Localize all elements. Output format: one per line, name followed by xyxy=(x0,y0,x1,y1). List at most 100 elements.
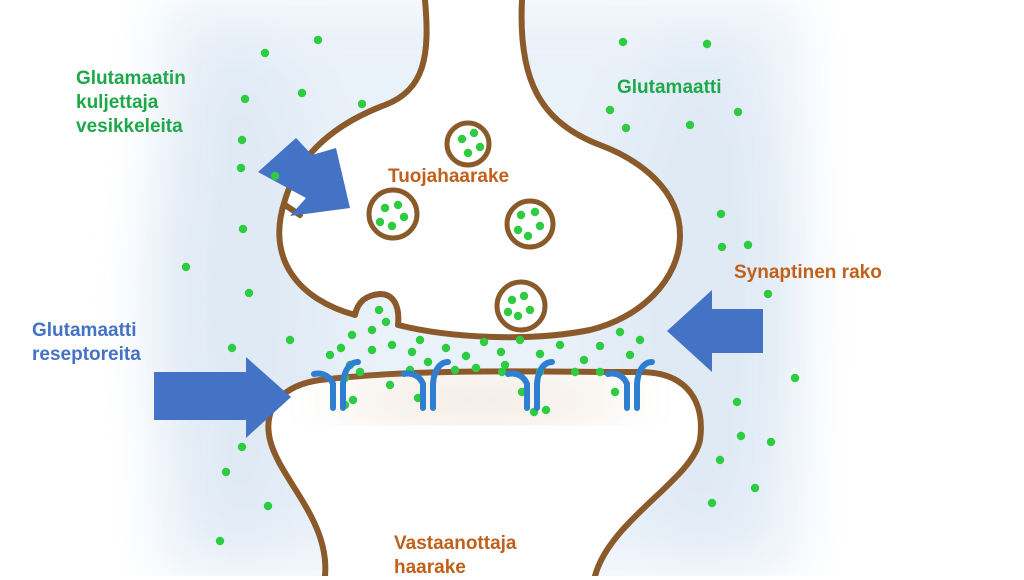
glutamate-dot xyxy=(380,203,390,213)
glutamate-dot xyxy=(605,105,615,115)
glutamate-dot xyxy=(625,350,635,360)
glutamate-dot xyxy=(513,311,523,321)
glutamate-dot xyxy=(325,350,335,360)
glutamate-dot xyxy=(515,335,525,345)
synaptic-cleft-label: Synaptinen rako xyxy=(734,262,882,283)
glutamate-receptor xyxy=(311,359,361,411)
glutamate-dot xyxy=(336,343,346,353)
presynaptic-membrane xyxy=(276,0,683,341)
glutamate-dot xyxy=(497,367,507,377)
glutamate-dot xyxy=(260,48,270,58)
glutamate-dot xyxy=(618,37,628,47)
glutamate-dot xyxy=(615,327,625,337)
glutamate-dot xyxy=(635,335,645,345)
glutamate-dot xyxy=(535,221,545,231)
glutamate-dot xyxy=(743,240,753,250)
glutamate-dot xyxy=(263,501,273,511)
arrow-to-receptors xyxy=(154,357,291,438)
glutamate-dot xyxy=(715,455,725,465)
glutamate-dot xyxy=(685,120,695,130)
glutamate-dot xyxy=(407,347,417,357)
glutamate-dot xyxy=(500,360,510,370)
glutamate-dot xyxy=(240,94,250,104)
glutamate-dot xyxy=(507,295,517,305)
glutamate-dot xyxy=(766,437,776,447)
glutamate-dot xyxy=(763,289,773,299)
glutamate-dot xyxy=(471,363,481,373)
glutamate-dot xyxy=(535,349,545,359)
glutamate-dot xyxy=(347,330,357,340)
glutamate-dot xyxy=(348,395,358,405)
cleft-shadow xyxy=(330,382,630,418)
glutamate-dot xyxy=(479,337,489,347)
glutamate-dot xyxy=(393,200,403,210)
glutamate-dot xyxy=(702,39,712,49)
glutamate-dot xyxy=(595,367,605,377)
glutamate-dot xyxy=(457,134,467,144)
glutamate-dot xyxy=(387,221,397,231)
glutamate-dot xyxy=(732,397,742,407)
postsynaptic-label: Vastaanottaja haarake xyxy=(394,533,517,578)
glutamate-dot xyxy=(750,483,760,493)
glutamate-dot xyxy=(367,325,377,335)
glutamate-dot xyxy=(469,128,479,138)
receptors-label: Glutamaatti reseptoreita xyxy=(32,320,141,365)
glutamate-dot xyxy=(415,335,425,345)
glutamate-dot xyxy=(475,142,485,152)
glutamate-dot xyxy=(570,367,580,377)
glutamate-dot xyxy=(237,442,247,452)
glutamate-dot xyxy=(381,317,391,327)
glutamate-receptor xyxy=(505,359,555,411)
glutamate-dot xyxy=(237,135,247,145)
glutamate-dot xyxy=(516,210,526,220)
glutamate-dot xyxy=(736,431,746,441)
glutamate-dot xyxy=(716,209,726,219)
glutamate-dot xyxy=(441,343,451,353)
glutamate-dot xyxy=(387,340,397,350)
glutamate-dot xyxy=(610,387,620,397)
glutamate-dot xyxy=(595,341,605,351)
glutamate-dot xyxy=(215,536,225,546)
glutamate-dot xyxy=(297,88,307,98)
glutamate-dot xyxy=(530,207,540,217)
vesicle xyxy=(494,279,548,333)
arrow-to-vesicles xyxy=(258,138,350,216)
glutamate-dot xyxy=(463,148,473,158)
glutamate-dot xyxy=(181,262,191,272)
arrow-to-cleft xyxy=(667,290,763,372)
glutamate-dot xyxy=(244,288,254,298)
glutamate-dot xyxy=(236,163,246,173)
glutamate-dot xyxy=(238,224,248,234)
glutamate-dot xyxy=(367,345,377,355)
glutamate-dot xyxy=(270,171,280,181)
vesicle xyxy=(444,120,492,168)
glutamate-dot xyxy=(461,351,471,361)
glutamate-dot xyxy=(525,305,535,315)
glutamate-dot xyxy=(399,212,409,222)
glutamate-dot xyxy=(503,307,513,317)
glutamate-dot xyxy=(313,35,323,45)
glutamate-receptor xyxy=(605,359,655,411)
glutamate-dot xyxy=(385,380,395,390)
presynaptic-label: Tuojahaarake xyxy=(388,166,510,187)
glutamate-dot xyxy=(221,467,231,477)
vesicle xyxy=(366,187,420,241)
glutamate-dot xyxy=(375,217,385,227)
glutamate-dot xyxy=(285,335,295,345)
glutamate-receptor xyxy=(401,359,451,411)
glutamate-dot xyxy=(707,498,717,508)
glutamate-dot xyxy=(374,305,384,315)
glutamate-dot xyxy=(357,99,367,109)
glutamate-label: Glutamaatti xyxy=(617,77,722,98)
glutamate-dot xyxy=(733,107,743,117)
glutamate-dot xyxy=(519,291,529,301)
glutamate-dot xyxy=(555,340,565,350)
glutamate-receptors xyxy=(311,359,655,411)
vesicle xyxy=(504,198,556,250)
glutamate-dot xyxy=(523,231,533,241)
glutamate-dot xyxy=(423,357,433,367)
glutamate-dot xyxy=(621,123,631,133)
glutamate-dot xyxy=(355,367,365,377)
glutamate-dot xyxy=(227,343,237,353)
